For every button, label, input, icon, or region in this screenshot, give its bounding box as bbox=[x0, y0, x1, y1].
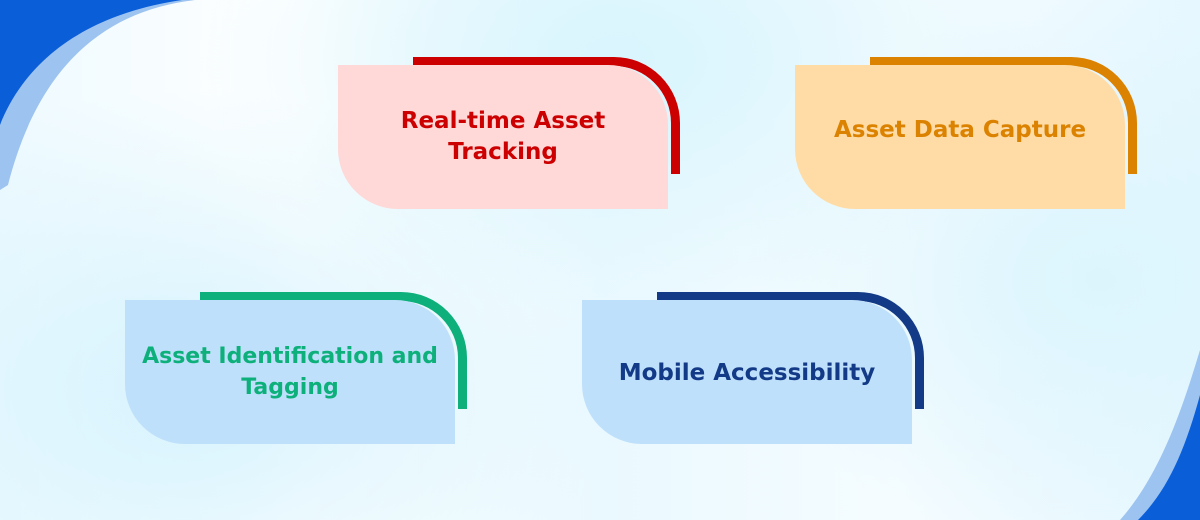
feature-card-asset-identification-and-tagging: Asset Identification and Tagging bbox=[125, 292, 467, 445]
card-label: Mobile Accessibility bbox=[618, 360, 876, 386]
card-label: Real-time Asset Tracking bbox=[400, 108, 606, 165]
card-accent-frame bbox=[870, 57, 1137, 174]
card-accent-frame bbox=[413, 57, 680, 174]
feature-card-mobile-accessibility: Mobile Accessibility bbox=[582, 292, 924, 445]
bottom-right-wave-decoration bbox=[1120, 350, 1200, 520]
card-accent-frame bbox=[200, 292, 467, 409]
card-label: Asset Data Capture bbox=[833, 117, 1087, 143]
feature-card-real-time-asset-tracking: Real-time Asset Tracking bbox=[338, 57, 680, 210]
card-body: Real-time Asset Tracking bbox=[338, 65, 668, 209]
feature-card-asset-data-capture: Asset Data Capture bbox=[795, 57, 1137, 210]
card-body: Asset Identification and Tagging bbox=[125, 300, 455, 444]
top-left-wave-decoration bbox=[0, 0, 195, 190]
card-accent-frame bbox=[657, 292, 924, 409]
card-label: Asset Identification and Tagging bbox=[142, 344, 438, 400]
card-body: Asset Data Capture bbox=[795, 65, 1125, 209]
card-body: Mobile Accessibility bbox=[582, 300, 912, 444]
